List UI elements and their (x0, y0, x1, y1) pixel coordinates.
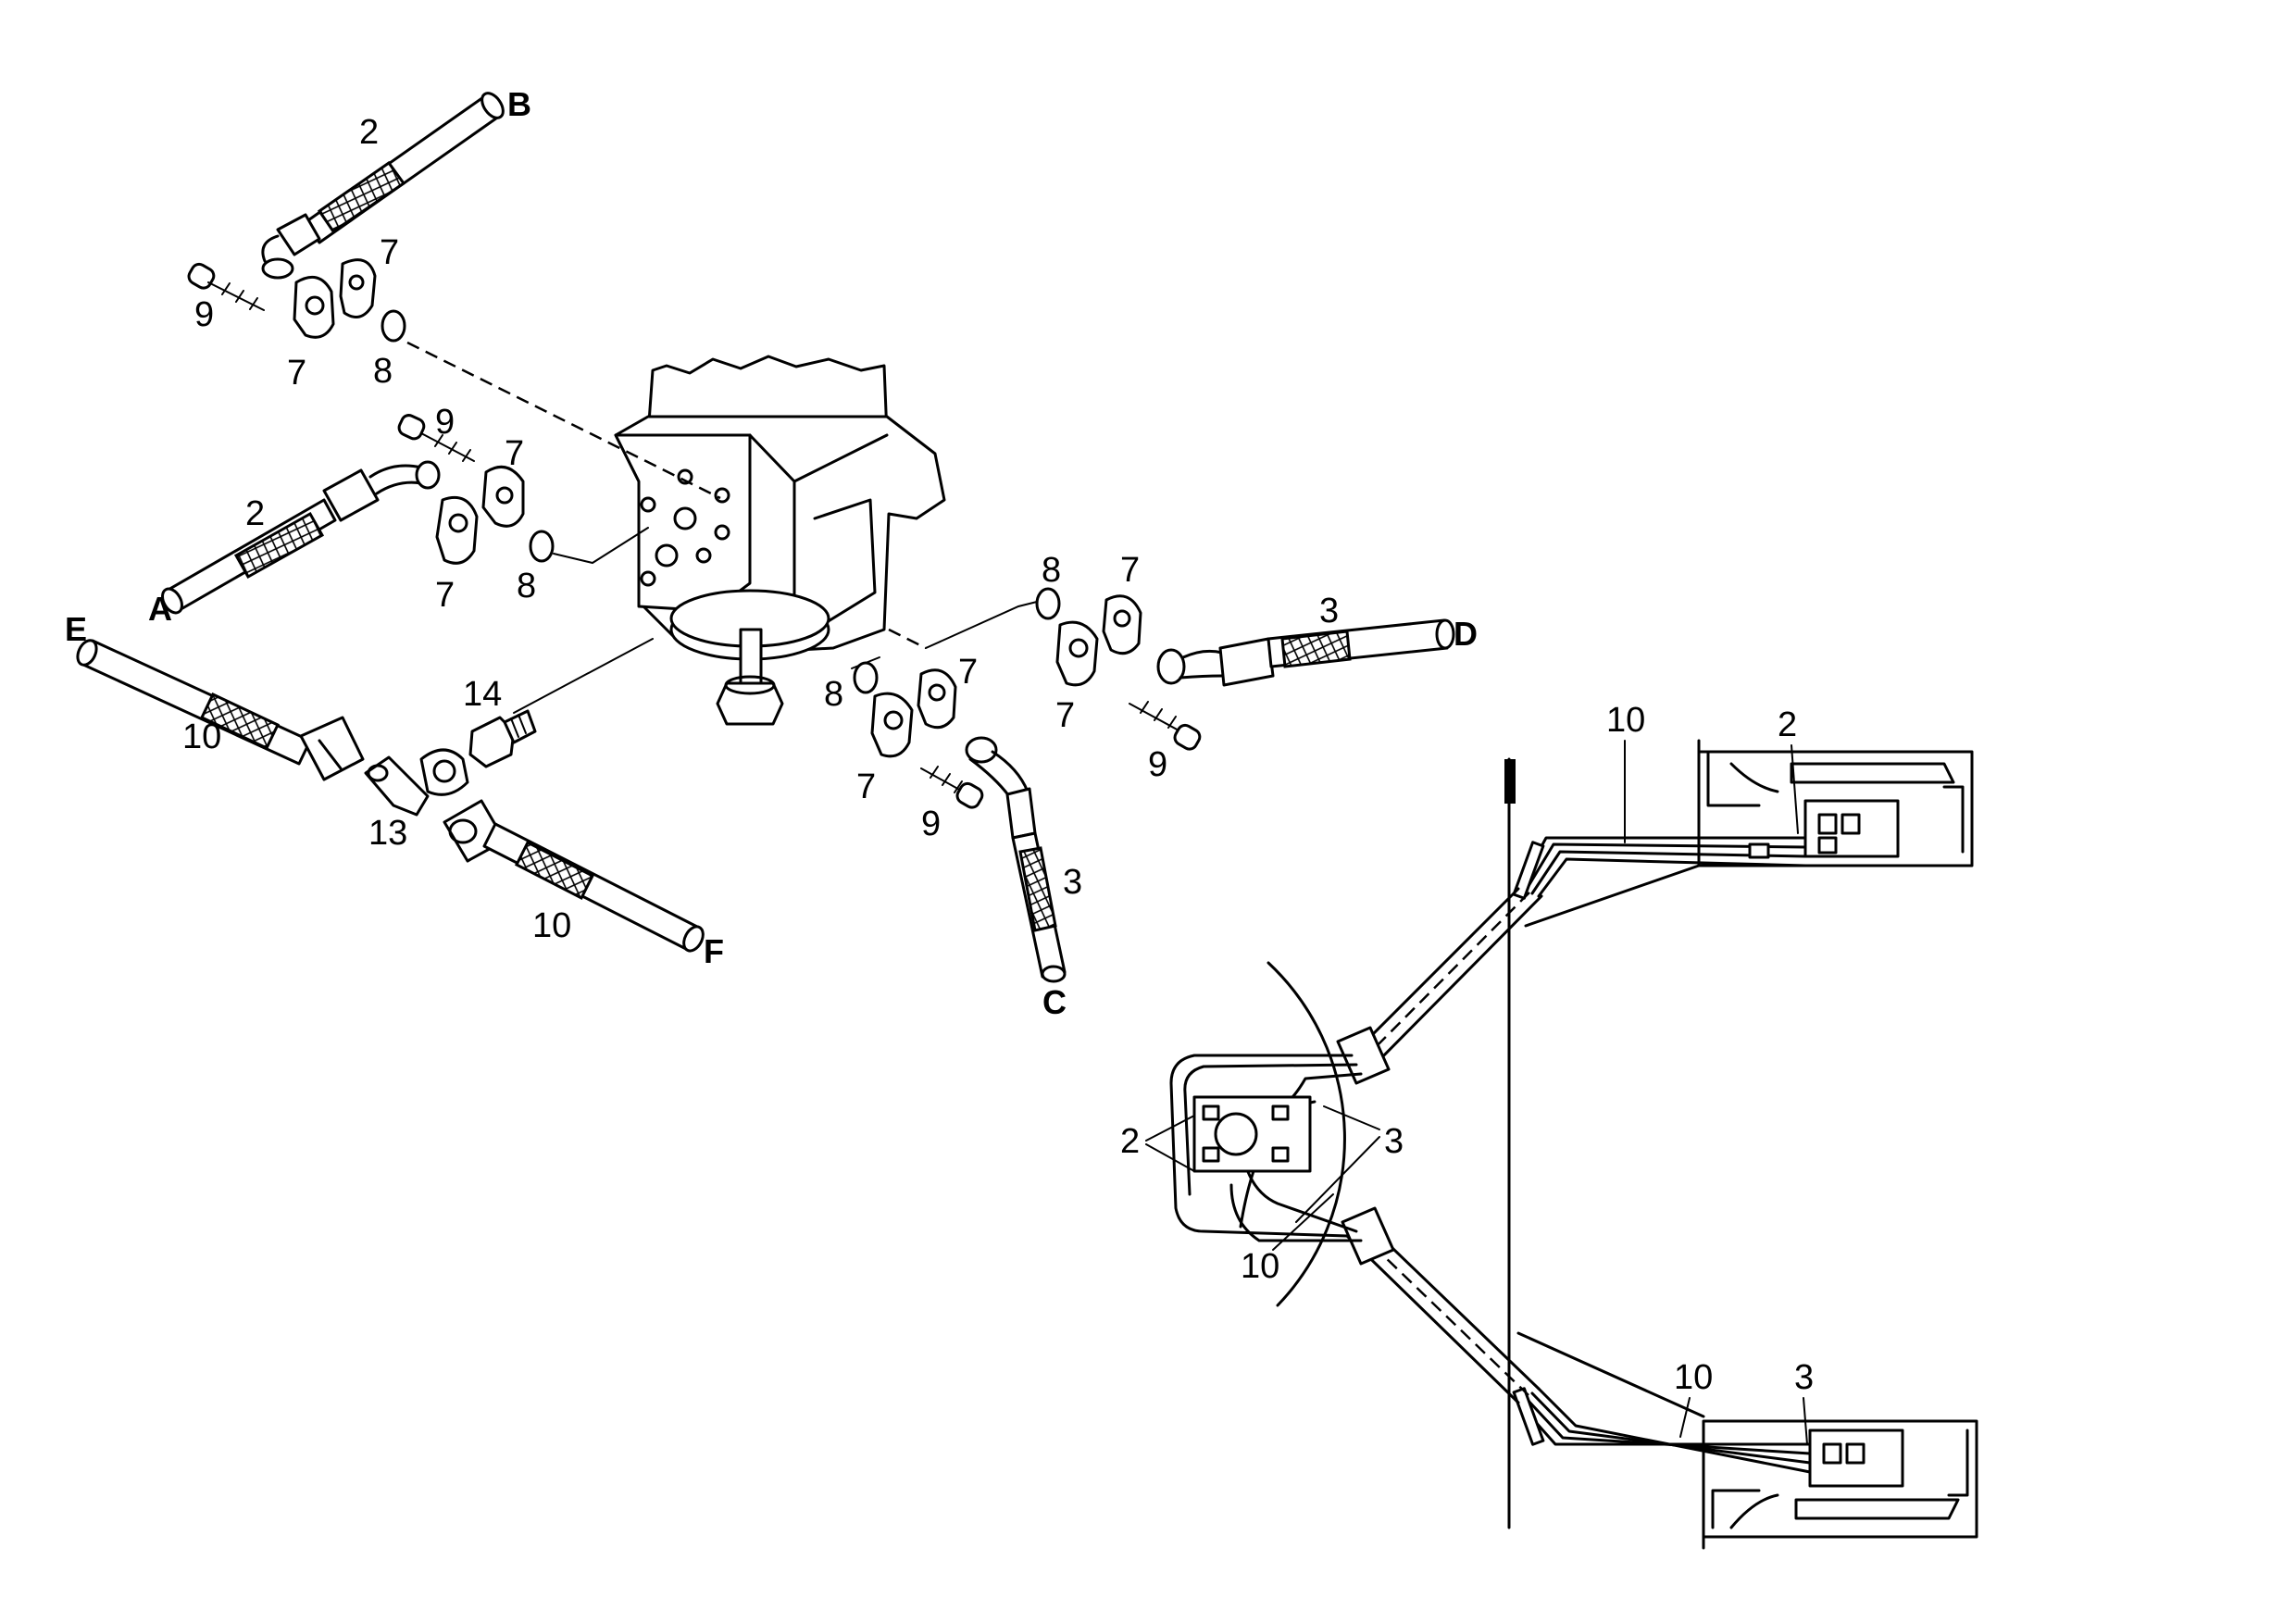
routing-frame (1504, 757, 1705, 1529)
letter-d: D (1454, 615, 1478, 653)
detail-circle-view (1169, 961, 1395, 1307)
right-screw-label: 9 (1148, 745, 1167, 784)
low-screw-label: 9 (921, 805, 941, 843)
hose-f-callout: 10 (532, 906, 571, 945)
low-oring-label: 8 (824, 675, 843, 714)
hose-f (443, 799, 705, 953)
diagonal-hose-run (1345, 887, 1543, 1404)
hose-d-callout: 3 (1319, 592, 1339, 630)
top-clamp-set (187, 258, 406, 343)
banjo-fitting (364, 748, 469, 817)
top-clamp-upper-label: 7 (380, 233, 399, 272)
lower-hose-bundle (1512, 1387, 1812, 1474)
route-left-10-label: 10 (1241, 1247, 1279, 1286)
letter-b: B (507, 85, 531, 123)
right-upper-clamp-set (1035, 587, 1202, 751)
letter-f: F (704, 932, 724, 970)
right-oring-upper-label: 8 (1042, 551, 1061, 590)
hose-c-callout: 3 (1063, 863, 1082, 902)
route-bottom-3-label: 3 (1794, 1358, 1814, 1397)
lower-clamp-set (853, 661, 984, 809)
route-left-3-label: 3 (1384, 1122, 1404, 1161)
mid-clamp-lower-label: 7 (435, 576, 455, 615)
letter-c: C (1042, 983, 1067, 1021)
mid-oring-shape (529, 530, 555, 563)
hose-a (161, 460, 441, 615)
mid-clamp-upper-label: 7 (505, 434, 524, 473)
route-top-10-label: 10 (1606, 701, 1645, 740)
hose-b-callout: 2 (359, 113, 379, 152)
motor-port-holes (640, 468, 730, 587)
right-clamp-upper-label: 7 (1120, 551, 1140, 590)
letter-e: E (65, 610, 87, 648)
top-oring-label: 8 (373, 352, 393, 391)
low-clamp-lower-label: 7 (856, 767, 876, 806)
motor-body (614, 355, 946, 726)
hose-d (1156, 618, 1455, 687)
letter-a: A (148, 590, 172, 628)
mid-screw-label: 9 (435, 403, 455, 442)
top-screw-label: 9 (194, 295, 214, 334)
upper-bracket (1697, 739, 1974, 867)
banjo-callout: 13 (368, 814, 407, 853)
low-oring-shape (853, 661, 879, 694)
route-top-2-label: 2 (1778, 705, 1797, 744)
route-left-2-label: 2 (1120, 1122, 1140, 1161)
hose-c (965, 736, 1067, 983)
low-clamp-upper-label: 7 (958, 653, 978, 692)
upper-hose-bundle (1512, 836, 1807, 900)
right-oring-upper-shape (1035, 587, 1061, 620)
lower-bracket (1702, 1419, 1978, 1550)
hose-b (261, 92, 505, 280)
adapter-callout: 14 (463, 675, 502, 714)
top-oring-shape (381, 309, 406, 343)
hose-a-callout: 2 (245, 494, 265, 533)
right-clamp-lower-label: 7 (1055, 696, 1075, 735)
hose-e-callout: 10 (182, 717, 221, 756)
top-clamp-lower-label: 7 (287, 354, 306, 393)
mid-oring-label: 8 (517, 567, 536, 605)
hose-e (76, 639, 365, 781)
adapter-fitting (468, 709, 537, 768)
route-bottom-10-label: 10 (1674, 1358, 1713, 1397)
mid-clamp-set (397, 414, 555, 565)
